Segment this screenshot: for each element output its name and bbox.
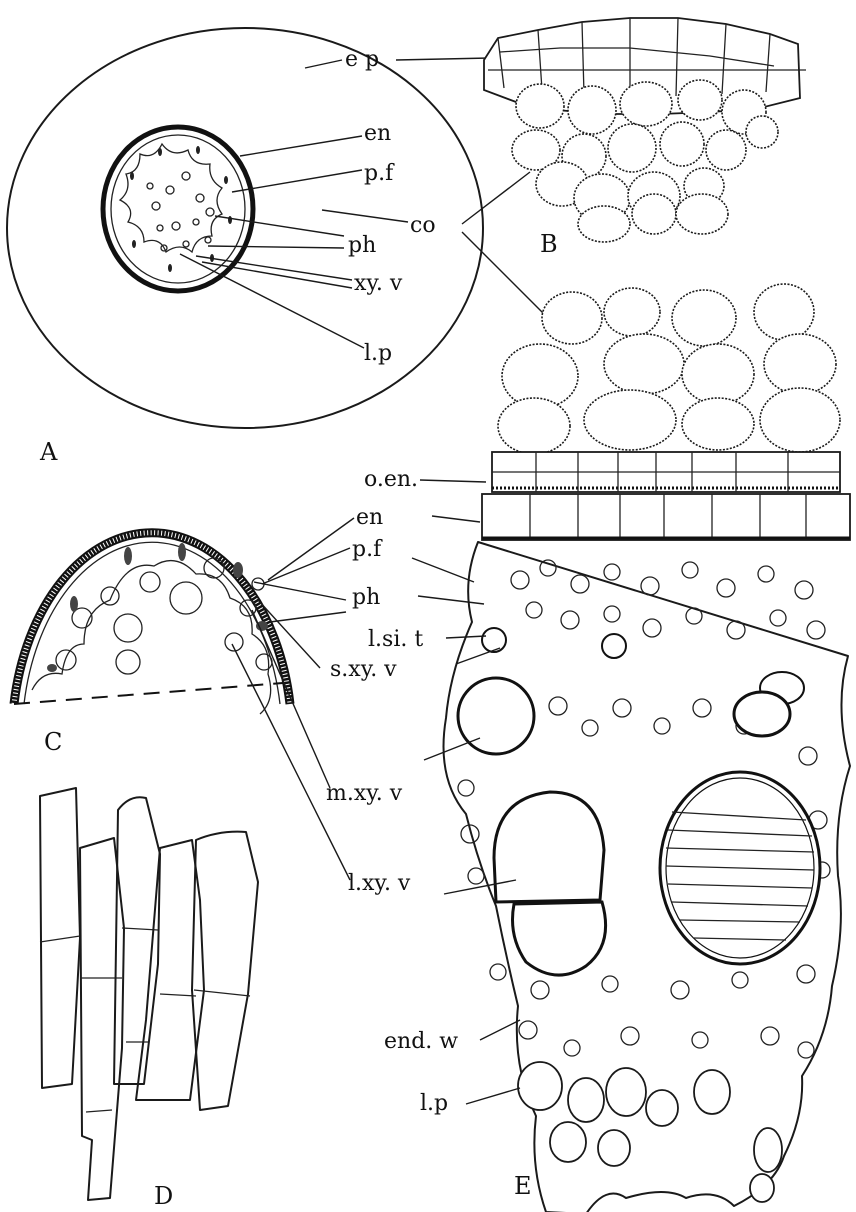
label-lxyv: l.xy. v [348,871,411,896]
label-ph-c: ph [352,585,380,610]
label-en-a: en [364,121,391,146]
cortex-cells-b [512,80,778,242]
cut-line [14,682,296,704]
panel-a-root-section: e p en p.f co ph xy. v l.p A [7,28,548,466]
label-lp-e: l.p [420,1091,448,1116]
endodermis-e [482,494,850,540]
panel-e-tissue-strip: o.en. l.si. t end. w l.p E [364,284,850,1212]
lower-parenchyma-e [518,1062,782,1202]
label-co: co [410,213,436,238]
label-ph-a: ph [348,233,376,258]
panel-letter-d: D [154,1182,173,1210]
cortex-cells-e [498,284,840,454]
panel-letter-a: A [39,438,58,466]
panel-c-half-stele: en p.f ph s.xy. v m.xy. v l.xy. v C [14,505,411,896]
label-sxyv: s.xy. v [330,657,397,682]
label-lsit: l.si. t [368,627,423,652]
label-mxyv: m.xy. v [326,781,403,806]
panel-b-epidermis-cortex: B [484,18,806,258]
panel-letter-e: E [514,1172,532,1200]
outer-endodermis-e [492,452,840,492]
label-endw: end. w [384,1029,458,1054]
label-pf-a: p.f [364,161,395,186]
panel-letter-c: C [44,728,62,756]
label-xyv-a: xy. v [354,271,403,296]
label-pf-c: p.f [352,537,383,562]
label-ep: e p [345,47,379,72]
label-lp-a: l.p [364,341,392,366]
label-en-c: en [356,505,383,530]
xylem-vessels-e [458,628,820,975]
label-oen: o.en. [364,467,418,492]
panel-letter-b: B [540,230,558,258]
phloem-fingers-c [32,561,271,714]
panel-d-elongated-cells: D [40,788,258,1210]
